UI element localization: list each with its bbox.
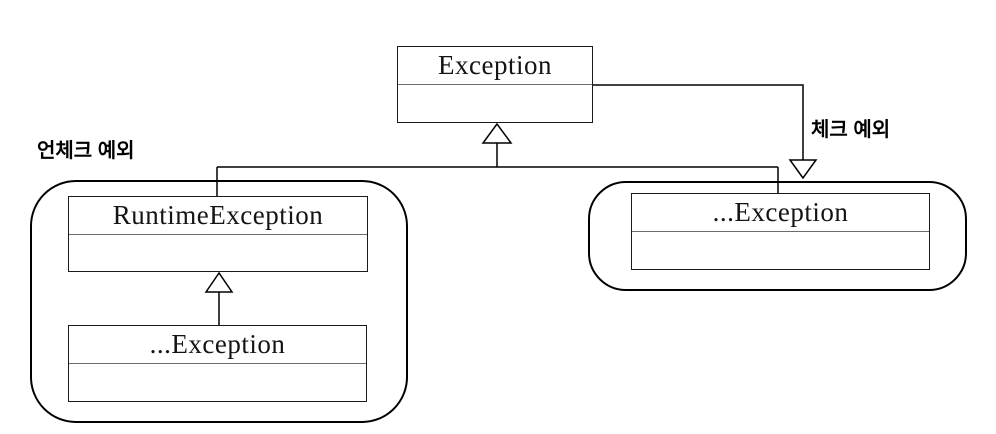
inheritance-arrowhead-up-icon [204, 271, 234, 293]
inheritance-arrowhead-up-icon [481, 122, 513, 144]
class-name-unchecked-child: ...Exception [69, 326, 366, 364]
class-box-checked-child: ...Exception [631, 193, 930, 270]
checked-exception-pointer-connector [593, 84, 818, 180]
inheritance-stem-line [216, 143, 779, 197]
class-name-checked-child: ...Exception [632, 194, 929, 232]
class-body-runtime-exception [69, 235, 367, 271]
class-box-unchecked-child: ...Exception [68, 325, 367, 402]
class-name-exception: Exception [398, 47, 592, 85]
class-body-exception [398, 85, 592, 122]
group-label-unchecked: 언체크 예외 [37, 140, 135, 162]
inheritance-connector-to-exception [216, 122, 779, 197]
group-unchecked-exceptions [30, 180, 408, 423]
pointer-elbow-line [593, 84, 804, 160]
class-name-runtime-exception: RuntimeException [69, 197, 367, 235]
class-body-unchecked-child [69, 364, 366, 401]
group-label-checked: 체크 예외 [811, 119, 891, 141]
group-checked-exceptions [588, 181, 967, 291]
class-box-exception: Exception [397, 46, 593, 123]
arrowhead-down-icon [788, 159, 818, 180]
inheritance-connector-to-runtime-exception [204, 271, 234, 326]
class-body-checked-child [632, 232, 929, 269]
class-box-runtime-exception: RuntimeException [68, 196, 368, 272]
